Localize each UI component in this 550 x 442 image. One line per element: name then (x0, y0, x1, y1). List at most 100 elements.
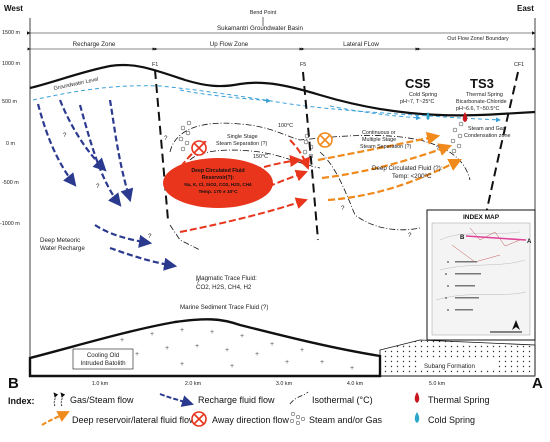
cold-spring-icon (414, 412, 420, 423)
ts3-name: TS3 (470, 76, 494, 91)
red-flow-4 (179, 197, 308, 233)
batolith-crosses: ++++++++++++++++++ (110, 327, 354, 372)
svg-text:+: + (255, 351, 259, 358)
reservoir-line-4: Temp. 170 ± 10°C (198, 189, 238, 195)
batolith-label-box (72, 348, 134, 370)
zone-outflow: Out Flow Zone/ Boundary (447, 36, 509, 42)
steam-gas-1: Steam and Gas (468, 126, 506, 132)
single-stage-1: Single Stage (227, 134, 258, 140)
legend-cold-spring: Cold Spring (414, 412, 475, 425)
batolith-2: Intruded Batolith (80, 360, 126, 367)
section-end-b: B (8, 375, 19, 392)
elev-tick-500: 500 m (2, 99, 17, 105)
elevation-ticks: 1500 m 1000 m 500 m 0 m -500 m -1000 m (0, 30, 20, 227)
qmark: ? (164, 135, 168, 142)
topography-line (29, 63, 536, 117)
away-flow-symbol-1 (191, 140, 207, 156)
svg-text:+: + (165, 345, 169, 352)
gas-steam-flow-icon (60, 392, 66, 407)
svg-text:+: + (225, 347, 229, 354)
legend-thermal-spring: Thermal Spring (414, 392, 490, 405)
fault-f1-line (154, 69, 169, 221)
west-label: West (4, 4, 23, 13)
groundwater-level-line (32, 85, 501, 123)
svg-text:+: + (300, 347, 304, 354)
zone-lateral: Lateral FLow (343, 41, 379, 48)
elev-tick-1000: 1000 m (2, 61, 20, 67)
fault-cf1: CF1 (514, 62, 524, 68)
recharge-flows (36, 99, 178, 271)
meteoric-1: Deep Meteoric (40, 237, 80, 244)
bend-point-label: Bend Point (250, 10, 277, 16)
legend-gas-steam-label: Gas/Steam flow (70, 395, 134, 405)
batolith-1: Cooling Old (87, 352, 120, 359)
svg-text:+: + (180, 327, 184, 334)
legend-thermal-spring-label: Thermal Spring (428, 395, 490, 405)
svg-text:+: + (180, 361, 184, 368)
orange-flow-2 (317, 131, 441, 162)
ts3-line-1: Thermal Spring (466, 92, 503, 98)
continuous-3: Steam Separation (?) (360, 144, 411, 150)
reservoir-line-2: Reservoir(?): (202, 175, 235, 181)
meteoric-2: Water Recharge (40, 245, 85, 252)
qmark: ? (63, 132, 67, 139)
continuous-2: Multiple Stage (362, 137, 396, 143)
magmatic-1: Magmatic Trace Fluid: (196, 275, 257, 282)
svg-text:+: + (285, 359, 289, 366)
cs5-line-2: pH~7, T~25°C (400, 99, 435, 105)
recharge-flow-icon (159, 393, 194, 407)
cs5-line-1: Cold Spring (409, 92, 437, 98)
legend-away: Away direction flow (191, 411, 289, 427)
magmatic-2: CO2, H2S, CH4, H2 (196, 284, 252, 291)
fault-f5: F5 (300, 62, 306, 68)
dist-tick-3: 3.0 km (276, 381, 293, 387)
dist-tick-4: 4.0 km (347, 381, 364, 387)
svg-text:+: + (135, 351, 139, 358)
legend-gas-steam: Gas/Steam flow (53, 392, 134, 407)
svg-text:+: + (150, 331, 154, 338)
dist-tick-1: 1.0 km (92, 381, 109, 387)
iso-150-label: 150°C (253, 154, 268, 160)
index-map-point-a: A (527, 239, 532, 245)
basin-label: Sukamantri Groundwater Basin (217, 25, 304, 32)
orange-flow-3 (327, 159, 462, 202)
fault-f5-line (302, 71, 319, 241)
ts3-line-2: Bicarbonate-Chloride (456, 99, 507, 105)
red-flow-3 (249, 169, 308, 196)
svg-text:+: + (240, 333, 244, 340)
index-map-symbols (445, 261, 481, 311)
legend-away-label: Away direction flow (212, 415, 289, 425)
svg-text:+: + (230, 363, 234, 370)
east-label: East (517, 4, 534, 13)
dist-tick-5: 5.0 km (429, 381, 446, 387)
qmark: ? (148, 233, 152, 240)
red-flow-5 (289, 139, 311, 170)
legend-isothermal-label: Isothermal (°C) (312, 395, 373, 405)
reservoir-line-1: Deep Circulated Fluid (191, 168, 244, 174)
steam-cluster-2 (302, 133, 314, 159)
iso-100-label: 100°C (278, 123, 293, 129)
svg-text:+: + (320, 359, 324, 366)
continuous-1: Continuous or (362, 130, 396, 136)
legend-title: Index: (8, 396, 35, 406)
isothermal-line-icon (289, 391, 309, 405)
svg-text:+: + (210, 329, 214, 336)
elev-tick-m1000: -1000 m (0, 221, 20, 227)
deep-fluid-label-1: Deep Circulated Fluid (?): (372, 165, 443, 172)
thermal-spring-marker (462, 112, 468, 122)
gas-steam-flow-icon (53, 392, 59, 407)
subang-formation (379, 339, 536, 377)
cs5-name: CS5 (405, 76, 430, 91)
qmark: ? (341, 205, 345, 212)
subang-label-bg (420, 360, 496, 370)
thermal-spring-icon (414, 392, 420, 403)
svg-text:+: + (195, 343, 199, 350)
subang-label: Subang Formation (424, 363, 475, 370)
qmark: ? (96, 183, 100, 190)
isotherm-100 (169, 122, 471, 181)
orange-flow-1 (321, 143, 453, 180)
away-flow-symbol-2 (317, 132, 333, 148)
index-map-point-b: B (460, 235, 465, 241)
deep-fluid-label-2: Temp: <200°C (392, 173, 432, 180)
